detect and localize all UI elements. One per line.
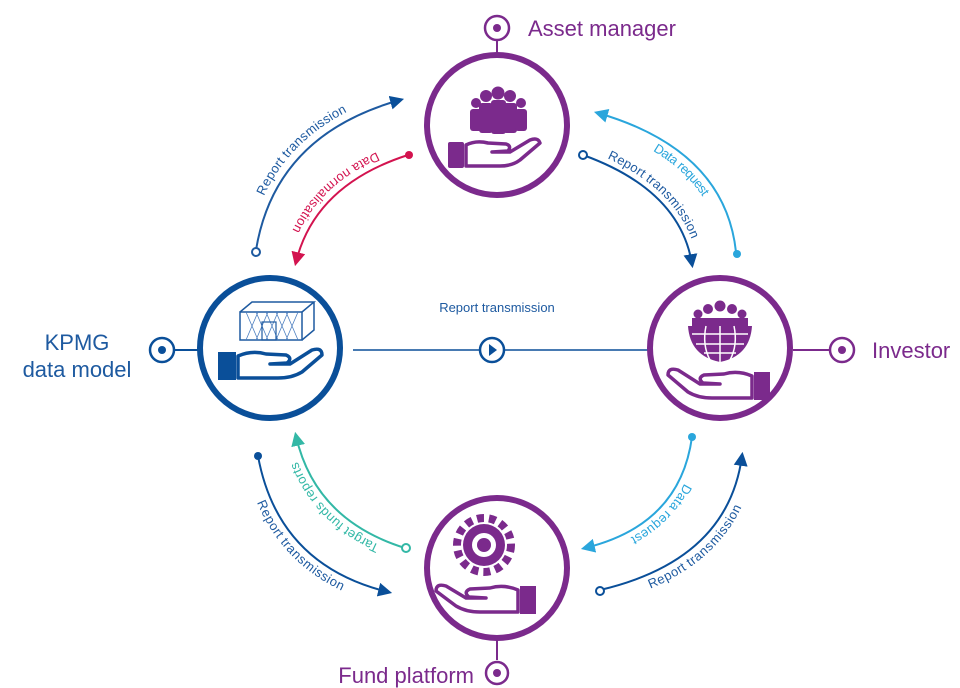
arrow-inv-to-fp-request: Data request [580,433,696,553]
flow-label-normalisation: Data normalisation [290,149,382,235]
flow-label-am-inv: Report transmission [606,147,703,240]
node-label-kpmg-line2: data model [23,357,132,382]
arrow-fp-to-kpmg-target: Target funds reports [286,431,411,556]
svg-text:Data normalisation: Data normalisation [290,149,382,235]
kpmg-investor-connector: Report transmission [353,300,650,364]
people-on-hand-icon [448,86,542,168]
arrow-kpmg-to-am-report: Report transmission [251,95,405,257]
node-label-fund-platform: Fund platform [338,663,474,688]
flow-label-kpmg-investor: Report transmission [439,300,555,315]
node-asset-manager: Asset manager [424,14,676,198]
node-label-kpmg-line1: KPMG [45,330,110,355]
node-label-investor: Investor [872,338,950,363]
arrow-fp-to-inv-report: Report transmission [595,451,748,596]
arrow-am-to-kpmg-normalisation: Data normalisation [290,149,413,267]
kpmg-circle [197,275,343,421]
node-kpmg: KPMG data model [23,275,343,421]
arrow-kpmg-to-fp-report: Report transmission [254,452,393,597]
globe-people-on-hand-icon [666,300,770,400]
node-investor: Investor [647,275,950,421]
svg-text:Report transmission: Report transmission [606,147,703,240]
cube-on-hand-icon [218,301,324,380]
flow-label-inv-fp-request: Data request [629,482,695,548]
svg-text:Data request: Data request [629,482,695,548]
gear-on-hand-icon [434,514,536,614]
node-label-asset-manager: Asset manager [528,16,676,41]
node-fund-platform: Fund platform [338,495,570,688]
